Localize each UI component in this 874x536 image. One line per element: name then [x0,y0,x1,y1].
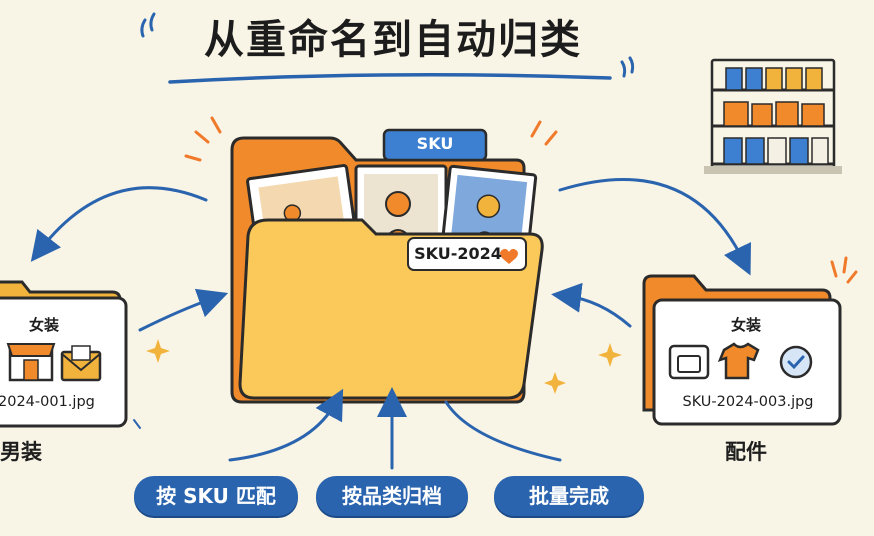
sparkle-icon [146,339,170,363]
archive-by-category-button[interactable]: 按品类归档 [316,476,468,516]
arrow-center-to-left [30,186,208,262]
left-card-filename: 2024-001.jpg [0,394,95,410]
batch-complete-button[interactable]: 批量完成 [494,476,644,516]
right-folder-caption: 配件 [725,440,767,464]
sparkle-icon [544,372,566,394]
match-by-sku-button[interactable]: 按 SKU 匹配 [134,476,298,516]
left-card-title: 女装 [28,316,59,334]
sparkle-icon [598,343,622,367]
storefront-icon [6,343,56,382]
sku-tag [407,237,527,271]
small-dashes [133,419,141,429]
flow-arrows [30,178,751,470]
sku-tab-label: SKU [416,134,454,153]
right-card-filename: SKU-2024-003.jpg [682,394,814,410]
arrow-left-to-center [138,288,229,332]
right-folder [642,274,842,426]
shelf-icon [704,58,842,174]
title-quote-marks [140,12,635,78]
arrow-right-to-center [551,282,632,328]
left-folder [0,280,128,428]
arrow-button1-to-center [228,388,344,462]
envelope-icon [60,345,102,382]
folder-image-icon [668,344,710,380]
arrow-button3-to-center [444,400,562,462]
sku-tab [382,128,488,162]
title-underline [168,73,612,84]
center-spark-lines [184,116,558,162]
tshirt-icon [717,342,760,380]
page-title: 从重命名到自动归类 [204,17,582,63]
left-folder-caption: 男装 [0,440,42,464]
right-spark-lines [830,256,858,284]
central-folder [230,128,544,404]
check-badge-icon [779,345,813,379]
sku-tag-label: SKU-2024 [414,244,502,263]
right-card-title: 女装 [730,316,761,334]
arrow-center-to-right [558,178,751,276]
heart-icon [500,248,518,264]
